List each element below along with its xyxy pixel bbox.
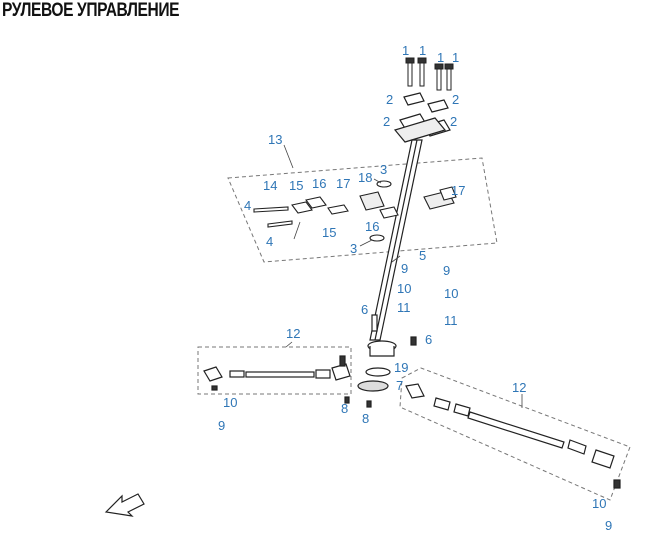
callout-10: 10 — [592, 496, 606, 511]
callout-2: 2 — [450, 114, 457, 129]
callout-5: 5 — [419, 248, 426, 263]
callout-6: 6 — [361, 302, 368, 317]
callout-13: 13 — [268, 132, 282, 147]
callout-15: 15 — [289, 178, 303, 193]
callout-17: 17 — [336, 176, 350, 191]
tie-rod-left-frame — [197, 346, 352, 395]
callout-10: 10 — [223, 395, 237, 410]
callout-10: 10 — [397, 281, 411, 296]
callout-8: 8 — [362, 411, 369, 426]
tie-rod-right-frame — [399, 367, 631, 501]
bolt-group-top — [405, 57, 454, 91]
callout-4: 4 — [266, 234, 273, 249]
front-arrow-icon — [104, 493, 145, 517]
callout-7: 7 — [396, 378, 403, 393]
steering-shaft — [369, 139, 423, 341]
clamp-blocks — [393, 92, 451, 143]
callout-9: 9 — [218, 418, 225, 433]
callout-4: 4 — [244, 198, 251, 213]
callout-2: 2 — [386, 92, 393, 107]
callout-17: 17 — [451, 183, 465, 198]
callout-1: 1 — [402, 43, 409, 58]
callout-1: 1 — [452, 50, 459, 65]
callout-12: 12 — [512, 380, 526, 395]
tie-rod-left — [203, 355, 351, 391]
callout-16: 16 — [365, 219, 379, 234]
callout-19: 19 — [394, 360, 408, 375]
tie-rod-right — [405, 383, 621, 489]
callout-3: 3 — [350, 241, 357, 256]
callout-15: 15 — [322, 225, 336, 240]
callout-11: 11 — [397, 300, 411, 315]
callout-3: 3 — [380, 162, 387, 177]
callout-11: 11 — [444, 313, 458, 328]
page-title: РУЛЕВОЕ УПРАВЛЕНИЕ — [2, 0, 180, 21]
callout-1: 1 — [437, 50, 444, 65]
callout-14: 14 — [263, 178, 277, 193]
leader-lines — [283, 144, 523, 408]
callout-8: 8 — [341, 401, 348, 416]
callout-2: 2 — [383, 114, 390, 129]
callout-18: 18 — [358, 170, 372, 185]
assembly-13-frame — [227, 157, 498, 263]
callout-16: 16 — [312, 176, 326, 191]
callout-9: 9 — [401, 261, 408, 276]
bracket-parts — [253, 180, 457, 242]
callout-1: 1 — [419, 43, 426, 58]
callout-2: 2 — [452, 92, 459, 107]
callout-labels: 1 1 1 1 2 2 2 2 13 3 3 18 14 15 15 16 16… — [218, 43, 612, 533]
callout-9: 9 — [605, 518, 612, 533]
shaft-lower-parts — [344, 314, 417, 408]
callout-9: 9 — [443, 263, 450, 278]
callout-10: 10 — [444, 286, 458, 301]
callout-6: 6 — [425, 332, 432, 347]
callout-12: 12 — [286, 326, 300, 341]
